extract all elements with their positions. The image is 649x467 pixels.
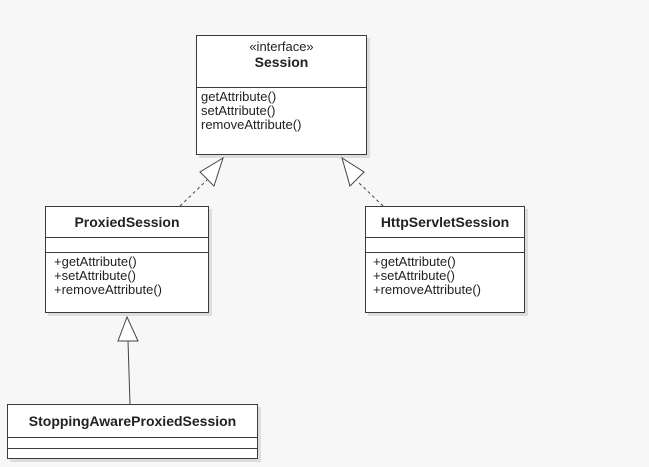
class-proxied-session: ProxiedSession +getAttribute() +setAttri… xyxy=(45,206,209,313)
operation: setAttribute() xyxy=(201,103,276,118)
class-session-operations: getAttribute() setAttribute() removeAttr… xyxy=(197,88,366,134)
realization-arrowhead-proxied xyxy=(199,156,224,187)
operation: removeAttribute() xyxy=(201,117,302,132)
class-session-name: Session xyxy=(254,54,309,70)
class-proxied-session-name: ProxiedSession xyxy=(74,214,180,230)
class-stopping-aware-proxied-session: StoppingAwareProxiedSession xyxy=(7,404,258,459)
generalization-arrowhead xyxy=(117,315,139,342)
operation: +getAttribute() xyxy=(373,254,456,269)
realization-arrowhead-http xyxy=(341,156,365,187)
operation: +removeAttribute() xyxy=(54,282,163,297)
class-http-servlet-session-header: HttpServletSession xyxy=(366,207,524,238)
class-stopping-aware-header: StoppingAwareProxiedSession xyxy=(8,405,257,438)
class-proxied-session-operations: +getAttribute() +setAttribute() +removeA… xyxy=(46,253,208,299)
class-stopping-aware-attributes xyxy=(8,438,257,449)
operation: +setAttribute() xyxy=(373,268,456,283)
class-proxied-session-header: ProxiedSession xyxy=(46,207,208,238)
realization-line-http xyxy=(356,180,384,207)
realization-line-proxied xyxy=(179,179,208,207)
class-http-servlet-session-name: HttpServletSession xyxy=(380,214,510,230)
class-stopping-aware-operations xyxy=(8,449,257,458)
class-http-servlet-session: HttpServletSession +getAttribute() +setA… xyxy=(365,206,525,313)
class-http-servlet-session-attributes xyxy=(366,238,524,253)
class-session-header: «interface» Session xyxy=(197,36,366,88)
class-session-stereotype: «interface» xyxy=(249,39,314,54)
class-session: «interface» Session getAttribute() setAt… xyxy=(196,35,367,155)
generalization-line xyxy=(127,340,131,405)
operation: +getAttribute() xyxy=(54,254,137,269)
operation: +removeAttribute() xyxy=(373,282,482,297)
class-stopping-aware-name: StoppingAwareProxiedSession xyxy=(28,413,237,429)
class-http-servlet-session-operations: +getAttribute() +setAttribute() +removeA… xyxy=(366,253,524,299)
operation: getAttribute() xyxy=(201,89,277,104)
operation: +setAttribute() xyxy=(54,268,137,283)
class-proxied-session-attributes xyxy=(46,238,208,253)
